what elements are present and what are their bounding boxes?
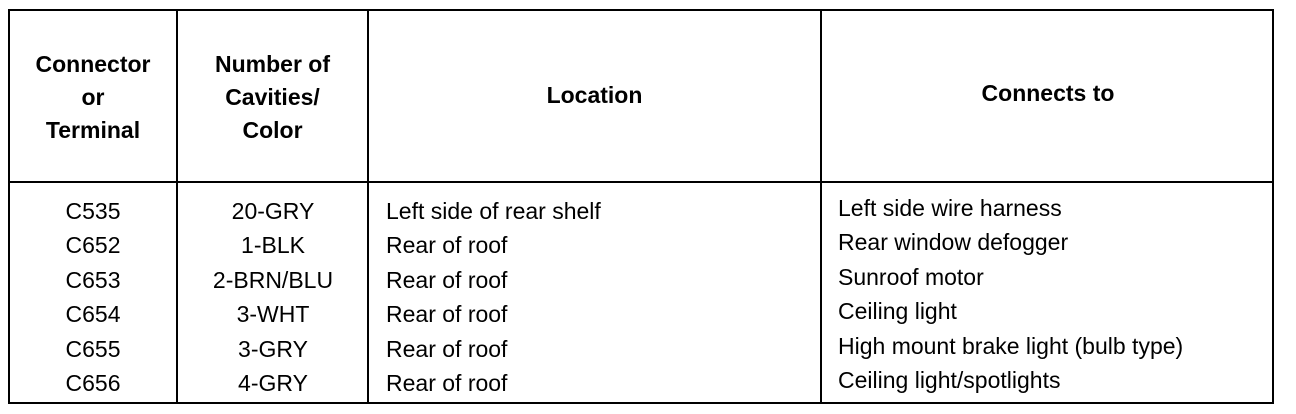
header-connects-to-label: Connects to (981, 79, 1115, 106)
connects-to-cell: Sunroof motor (838, 263, 984, 290)
location-cell: Left side of rear shelf (386, 198, 601, 224)
location-cell: Rear of roof (386, 266, 508, 293)
connects-to-cell: Ceiling light (838, 298, 957, 325)
connects-to-column: Left side wire harness Rear window defog… (838, 191, 1268, 397)
cavities-cell: 3-GRY (238, 335, 308, 362)
connector-cell: C535 (65, 198, 121, 224)
location-cell: Rear of roof (386, 301, 508, 328)
cavities-cell: 4-GRY (238, 370, 308, 397)
cavities-cell: 2-BRN/BLU (212, 266, 334, 293)
connector-cell: C654 (65, 301, 121, 328)
connector-cell: C655 (65, 335, 121, 362)
header-connector-label: Connector or Terminal (35, 50, 151, 143)
location-cell: Rear of roof (386, 335, 508, 362)
connector-cell: C652 (65, 232, 121, 259)
connects-to-cell: Ceiling light/spotlights (838, 367, 1061, 394)
header-connector: Connector or Terminal (10, 11, 176, 183)
connector-cell: C656 (65, 370, 121, 397)
connects-to-cell: Rear window defogger (838, 229, 1069, 256)
cavities-cell: 1-BLK (241, 232, 305, 259)
connector-table: Connector or Terminal Number of Cavities… (8, 9, 1274, 404)
header-cavities-label: Number of Cavities/ Color (215, 50, 330, 143)
header-location-label: Location (546, 81, 643, 108)
cavities-cell: 3-WHT (236, 301, 310, 328)
column-divider (367, 11, 369, 402)
column-divider (820, 11, 822, 402)
location-column: Left side of rear shelf Rear of roof Rea… (386, 194, 816, 400)
header-location: Location (369, 9, 820, 181)
location-cell: Rear of roof (386, 232, 508, 259)
header-divider (10, 181, 1272, 183)
location-cell: Rear of roof (386, 370, 508, 397)
header-connects-to: Connects to (822, 7, 1274, 179)
connector-cell: C653 (65, 266, 121, 293)
column-divider (176, 11, 178, 402)
cavities-cell: 20-GRY (231, 198, 315, 224)
connector-column: C535 C652 C653 C654 C655 C656 (10, 194, 176, 400)
connects-to-cell: High mount brake light (bulb type) (838, 332, 1184, 359)
connects-to-cell: Left side wire harness (838, 195, 1062, 221)
header-cavities: Number of Cavities/ Color (178, 11, 367, 183)
cavities-column: 20-GRY 1-BLK 2-BRN/BLU 3-WHT 3-GRY 4-GRY (178, 194, 368, 400)
